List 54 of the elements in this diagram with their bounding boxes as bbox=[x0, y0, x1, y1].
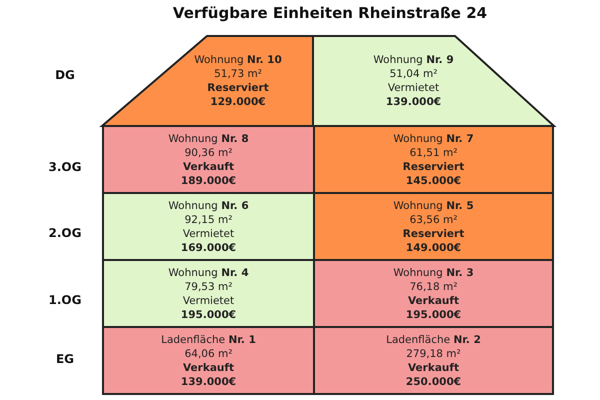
unit-name: Ladenfläche Nr. 1 bbox=[161, 332, 256, 346]
unit-name: Wohnung Nr. 10 bbox=[194, 53, 282, 67]
price-text: 149.000€ bbox=[406, 240, 462, 254]
price-text: 169.000€ bbox=[180, 240, 236, 254]
unit-panel bbox=[102, 192, 315, 261]
floor-area: 51,04 m² bbox=[390, 67, 438, 81]
status-text: Reserviert bbox=[402, 160, 464, 174]
unit-name: Wohnung Nr. 4 bbox=[168, 266, 249, 280]
unit-panel bbox=[102, 326, 315, 395]
price-text: 129.000€ bbox=[210, 95, 266, 109]
floor-area: 79,53 m² bbox=[184, 280, 232, 294]
status-text: Verkauft bbox=[408, 294, 459, 308]
status-text: Reserviert bbox=[402, 226, 464, 240]
floor-area: 92,15 m² bbox=[184, 212, 232, 226]
floor-label: 3.OG bbox=[48, 160, 82, 174]
status-text: Reserviert bbox=[207, 81, 269, 95]
floor-area: 63,56 m² bbox=[410, 212, 458, 226]
floor-area: 279,18 m² bbox=[406, 346, 461, 360]
unit-name: Wohnung Nr. 8 bbox=[168, 132, 249, 146]
price-text: 250.000€ bbox=[406, 374, 462, 388]
unit-name: Ladenfläche Nr. 2 bbox=[386, 332, 481, 346]
unit-name: Wohnung Nr. 3 bbox=[393, 266, 474, 280]
floor-label: EG bbox=[54, 352, 76, 366]
unit-panel bbox=[102, 259, 315, 328]
unit-name: Wohnung Nr. 9 bbox=[373, 53, 454, 67]
title: Verfügbare Einheiten Rheinstraße 24 bbox=[172, 4, 488, 22]
floor-area: 90,36 m² bbox=[184, 146, 232, 160]
price-text: 139.000€ bbox=[386, 95, 442, 109]
unit-panel bbox=[313, 192, 554, 261]
status-text: Verkauft bbox=[408, 360, 459, 374]
status-text: Verkauft bbox=[183, 160, 234, 174]
unit-panel bbox=[102, 125, 315, 194]
floor-area: 64,06 m² bbox=[184, 346, 232, 360]
unit-panel bbox=[313, 259, 554, 328]
price-text: 139.000€ bbox=[180, 374, 236, 388]
status-text: Verkauft bbox=[183, 360, 234, 374]
status-text: Vermietet bbox=[182, 226, 234, 240]
unit-name: Wohnung Nr. 7 bbox=[393, 132, 474, 146]
status-text: Vermietet bbox=[388, 81, 440, 95]
floor-label: 2.OG bbox=[48, 226, 82, 240]
unit-panel bbox=[313, 326, 554, 395]
price-text: 189.000€ bbox=[180, 174, 236, 188]
unit-name: Wohnung Nr. 5 bbox=[393, 198, 474, 212]
floor-label: DG bbox=[54, 68, 76, 82]
unit-name: Wohnung Nr. 6 bbox=[168, 198, 249, 212]
price-text: 195.000€ bbox=[180, 308, 236, 322]
price-text: 145.000€ bbox=[406, 174, 462, 188]
floor-area: 51,73 m² bbox=[214, 67, 262, 81]
floor-area: 76,18 m² bbox=[410, 280, 458, 294]
status-text: Vermietet bbox=[182, 294, 234, 308]
floor-area: 61,51 m² bbox=[410, 146, 458, 160]
unit-panel bbox=[313, 125, 554, 194]
price-text: 195.000€ bbox=[406, 308, 462, 322]
floor-label: 1.OG bbox=[48, 293, 82, 307]
